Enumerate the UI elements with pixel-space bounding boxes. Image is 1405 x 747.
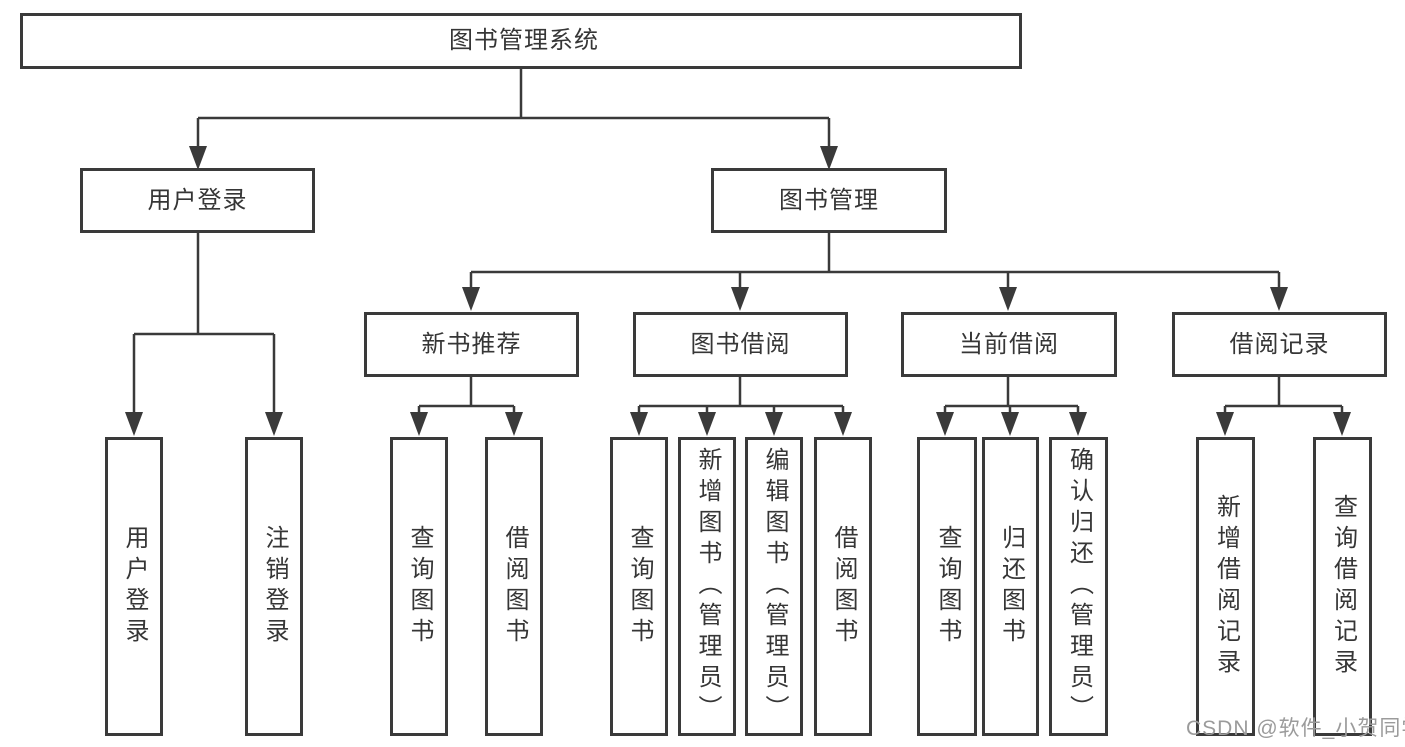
- node-label: 查询图书: [406, 524, 433, 649]
- node-label: 用户登录: [121, 524, 148, 649]
- leaf-recommend-query-books: 查询图书: [390, 437, 448, 736]
- leaf-current-query-books: 查询图书: [917, 437, 977, 736]
- node-label: 新增借阅记录: [1212, 493, 1240, 680]
- arrowhead: [265, 412, 283, 436]
- node-label: 借阅图书: [830, 524, 857, 649]
- connector-current-borrow-to-children: [943, 377, 1080, 414]
- node-borrowing-records: 借阅记录: [1172, 312, 1387, 377]
- arrowhead: [125, 412, 143, 436]
- leaf-add-books-admin: 新增图书（管理员）: [678, 437, 736, 736]
- node-label: 图书借阅: [690, 330, 791, 358]
- node-label: 图书管理系统: [449, 27, 599, 54]
- node-user-login: 用户登录: [80, 168, 315, 233]
- arrowhead: [999, 287, 1017, 311]
- leaf-user-login: 用户登录: [105, 437, 163, 736]
- leaf-add-borrow-record: 新增借阅记录: [1196, 437, 1255, 736]
- node-label: 借阅记录: [1229, 330, 1330, 358]
- arrowhead: [820, 146, 838, 170]
- node-label: 注销登录: [261, 524, 288, 649]
- arrowhead: [1216, 412, 1234, 436]
- leaf-return-books: 归还图书: [982, 437, 1039, 736]
- node-label: 查询图书: [934, 524, 961, 649]
- arrowhead: [1069, 412, 1087, 436]
- node-label: 借阅图书: [501, 524, 528, 649]
- node-book-management: 图书管理: [711, 168, 947, 233]
- leaf-logout: 注销登录: [245, 437, 303, 736]
- arrowheads: [125, 146, 1351, 436]
- arrowhead: [834, 412, 852, 436]
- leaf-edit-books-admin: 编辑图书（管理员）: [745, 437, 803, 736]
- node-label: 查询借阅记录: [1329, 493, 1357, 680]
- arrowhead: [505, 412, 523, 436]
- arrowhead: [189, 146, 207, 170]
- arrowhead: [1001, 412, 1019, 436]
- node-label: 新书推荐: [421, 330, 522, 358]
- connector-new-book-rec-to-children: [417, 377, 516, 414]
- arrowhead: [765, 412, 783, 436]
- node-label: 查询图书: [626, 524, 653, 649]
- node-new-book-recommend: 新书推荐: [364, 312, 579, 377]
- leaf-borrow-books: 借阅图书: [814, 437, 872, 736]
- connector-book-mgmt-to-children: [469, 233, 1281, 289]
- connector-root-to-children: [196, 69, 831, 148]
- node-label: 编辑图书（管理员）: [761, 447, 788, 726]
- node-current-borrowing: 当前借阅: [901, 312, 1117, 377]
- connector-book-borrow-to-children: [637, 377, 845, 414]
- node-label: 用户登录: [147, 186, 248, 214]
- node-label: 图书管理: [779, 186, 879, 214]
- arrowhead: [630, 412, 648, 436]
- leaf-confirm-return-admin: 确认归还（管理员）: [1049, 437, 1108, 736]
- arrowhead: [1270, 287, 1288, 311]
- node-label: 归还图书: [997, 524, 1025, 649]
- csdn-watermark: CSDN @软件_小贺同学: [1186, 717, 1405, 740]
- arrowhead: [410, 412, 428, 436]
- node-label: 当前借阅: [959, 330, 1059, 358]
- arrowhead: [731, 287, 749, 311]
- node-label: 新增图书（管理员）: [694, 447, 721, 726]
- arrowhead: [1333, 412, 1351, 436]
- connector-borrow-records-to-children: [1223, 377, 1344, 414]
- node-library-management-system: 图书管理系统: [20, 13, 1022, 69]
- node-book-borrowing: 图书借阅: [633, 312, 848, 377]
- arrowhead: [698, 412, 716, 436]
- arrowhead: [936, 412, 954, 436]
- leaf-recommend-borrow-books: 借阅图书: [485, 437, 543, 736]
- leaf-query-borrow-record: 查询借阅记录: [1313, 437, 1372, 736]
- node-label: 确认归还（管理员）: [1065, 447, 1093, 726]
- leaf-borrowing-query-books: 查询图书: [610, 437, 668, 736]
- connector-user-login-to-children: [132, 233, 276, 414]
- arrowhead: [462, 287, 480, 311]
